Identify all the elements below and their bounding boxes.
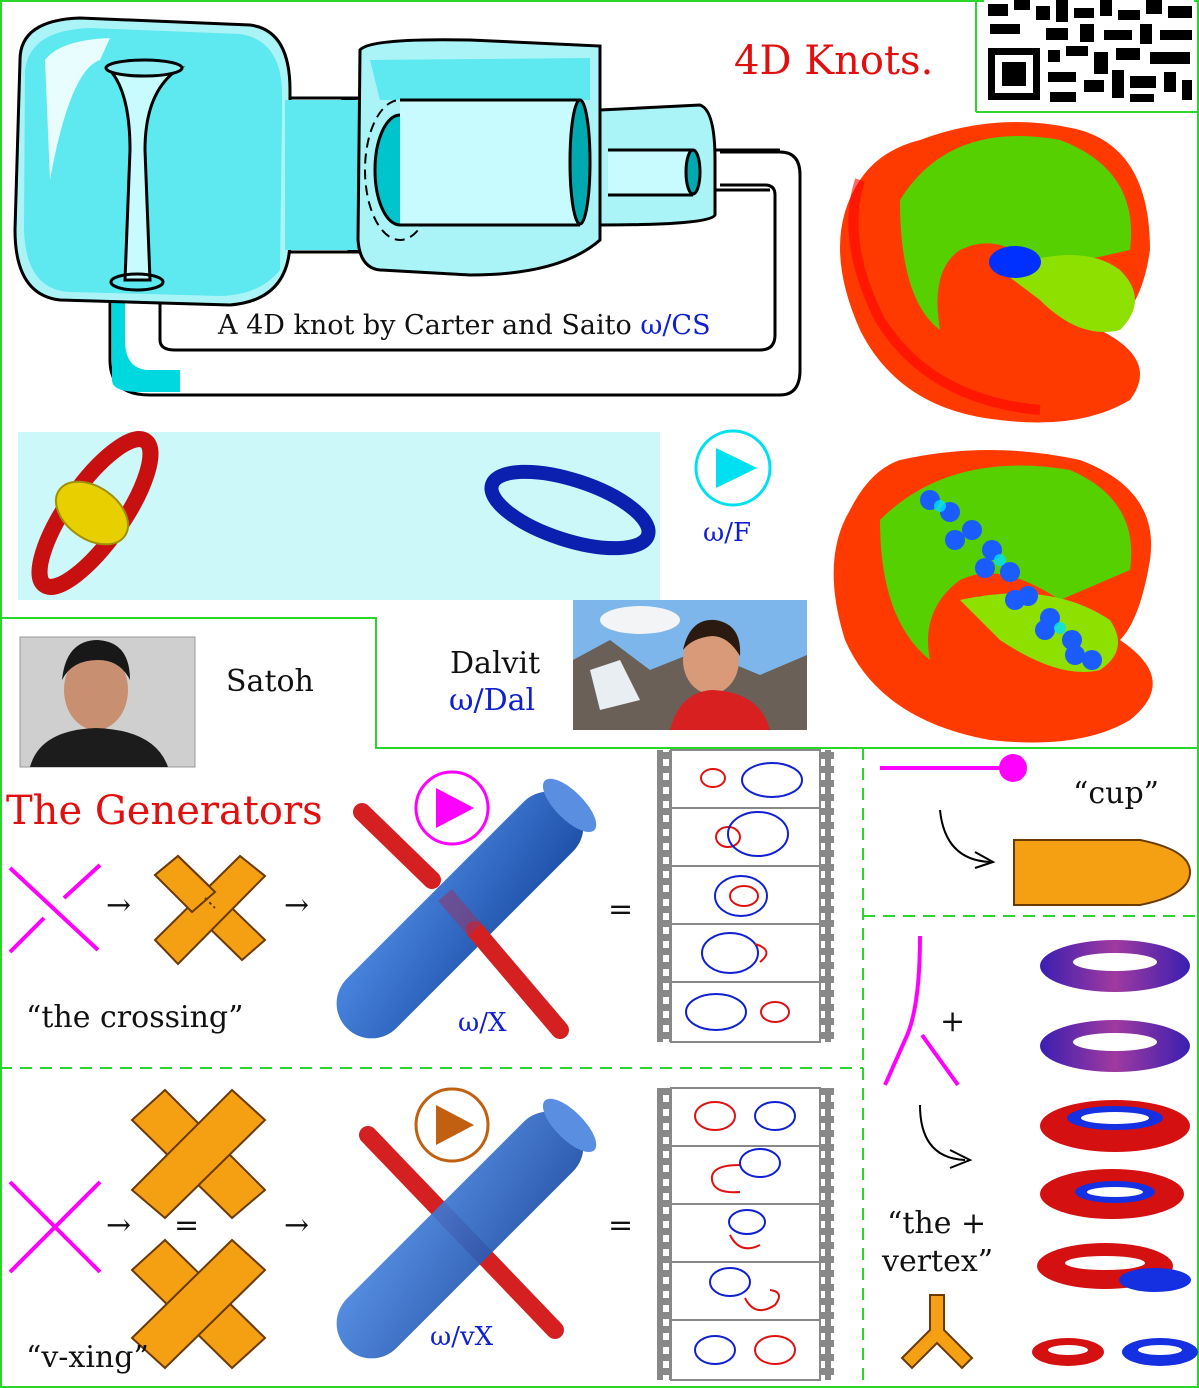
virtual-crossing-diagram xyxy=(8,1180,102,1274)
play-button-fission-icon[interactable] xyxy=(694,429,772,507)
dalvit-name: Dalvit xyxy=(450,646,541,681)
dalvit-link[interactable]: ω/Dal xyxy=(449,683,536,718)
carter-saito-caption-text: A 4D knot by Carter and Saito xyxy=(218,310,632,341)
arrow-vxing-1: → xyxy=(106,1208,132,1243)
play-button-vxing-icon[interactable] xyxy=(414,1087,490,1163)
crossing-diagram xyxy=(8,863,102,954)
band-vxing-lower-icon xyxy=(130,1238,267,1370)
dashed-dividers xyxy=(0,748,1199,1388)
band-crossing-icon xyxy=(153,854,267,966)
crossing-link[interactable]: ω/X xyxy=(458,1008,507,1038)
torus-red-blue-5 xyxy=(1037,1243,1191,1292)
vxing-link[interactable]: ω/vX xyxy=(430,1322,494,1352)
plus-vertex-diagram xyxy=(883,935,973,1169)
knotted-torus-render-bottom xyxy=(833,450,1153,743)
qr-code-icon[interactable] xyxy=(984,0,1194,108)
torus-red-blue-4 xyxy=(1040,1169,1184,1219)
fission-movie-panel xyxy=(18,431,660,600)
generators-heading: The Generators xyxy=(6,788,323,834)
vertex-caption-line1: “the + xyxy=(887,1206,987,1241)
movie-frames-vxing xyxy=(657,1087,834,1381)
y-vertex-band-icon xyxy=(900,1294,974,1370)
carter-saito-link[interactable]: ω/CS xyxy=(640,310,711,341)
torus-purple-1 xyxy=(1040,940,1190,992)
carter-saito-caption: A 4D knot by Carter and Saito ω/CS xyxy=(218,310,711,341)
page-title: 4D Knots. xyxy=(734,38,934,84)
knotted-torus-render-top xyxy=(840,122,1150,423)
equals-crossing: = xyxy=(608,892,634,927)
plus-sign: + xyxy=(940,1004,966,1039)
dalvit-photo xyxy=(573,600,807,730)
crossing-tube-render xyxy=(336,778,597,1039)
band-vxing-upper-icon xyxy=(130,1088,267,1220)
equals-vxing: = xyxy=(608,1208,634,1243)
movie-frames-crossing xyxy=(657,749,834,1043)
cup-caption: “cup” xyxy=(1073,776,1160,811)
vxing-tube-render xyxy=(336,1098,597,1359)
play-button-crossing-icon[interactable] xyxy=(414,770,490,846)
vertex-caption-line2: vertex” xyxy=(882,1244,994,1279)
cup-diagram xyxy=(880,754,1192,906)
satoh-photo xyxy=(19,636,196,768)
vxing-caption: “v-xing” xyxy=(26,1340,149,1375)
arrow-crossing-1: → xyxy=(106,888,132,923)
satoh-name: Satoh xyxy=(226,664,314,699)
torus-red-blue-6 xyxy=(1032,1338,1198,1366)
torus-purple-2 xyxy=(1040,1020,1190,1072)
arrow-crossing-2: → xyxy=(284,888,310,923)
carter-saito-knot-drawing xyxy=(13,16,802,397)
torus-red-blue-3 xyxy=(1040,1100,1190,1152)
equals-vxing-bands: = xyxy=(174,1208,200,1243)
arrow-vxing-2: → xyxy=(284,1208,310,1243)
torus-movie-column xyxy=(1032,940,1198,1366)
fission-link[interactable]: ω/F xyxy=(703,518,752,548)
crossing-caption: “the crossing” xyxy=(26,1000,244,1035)
